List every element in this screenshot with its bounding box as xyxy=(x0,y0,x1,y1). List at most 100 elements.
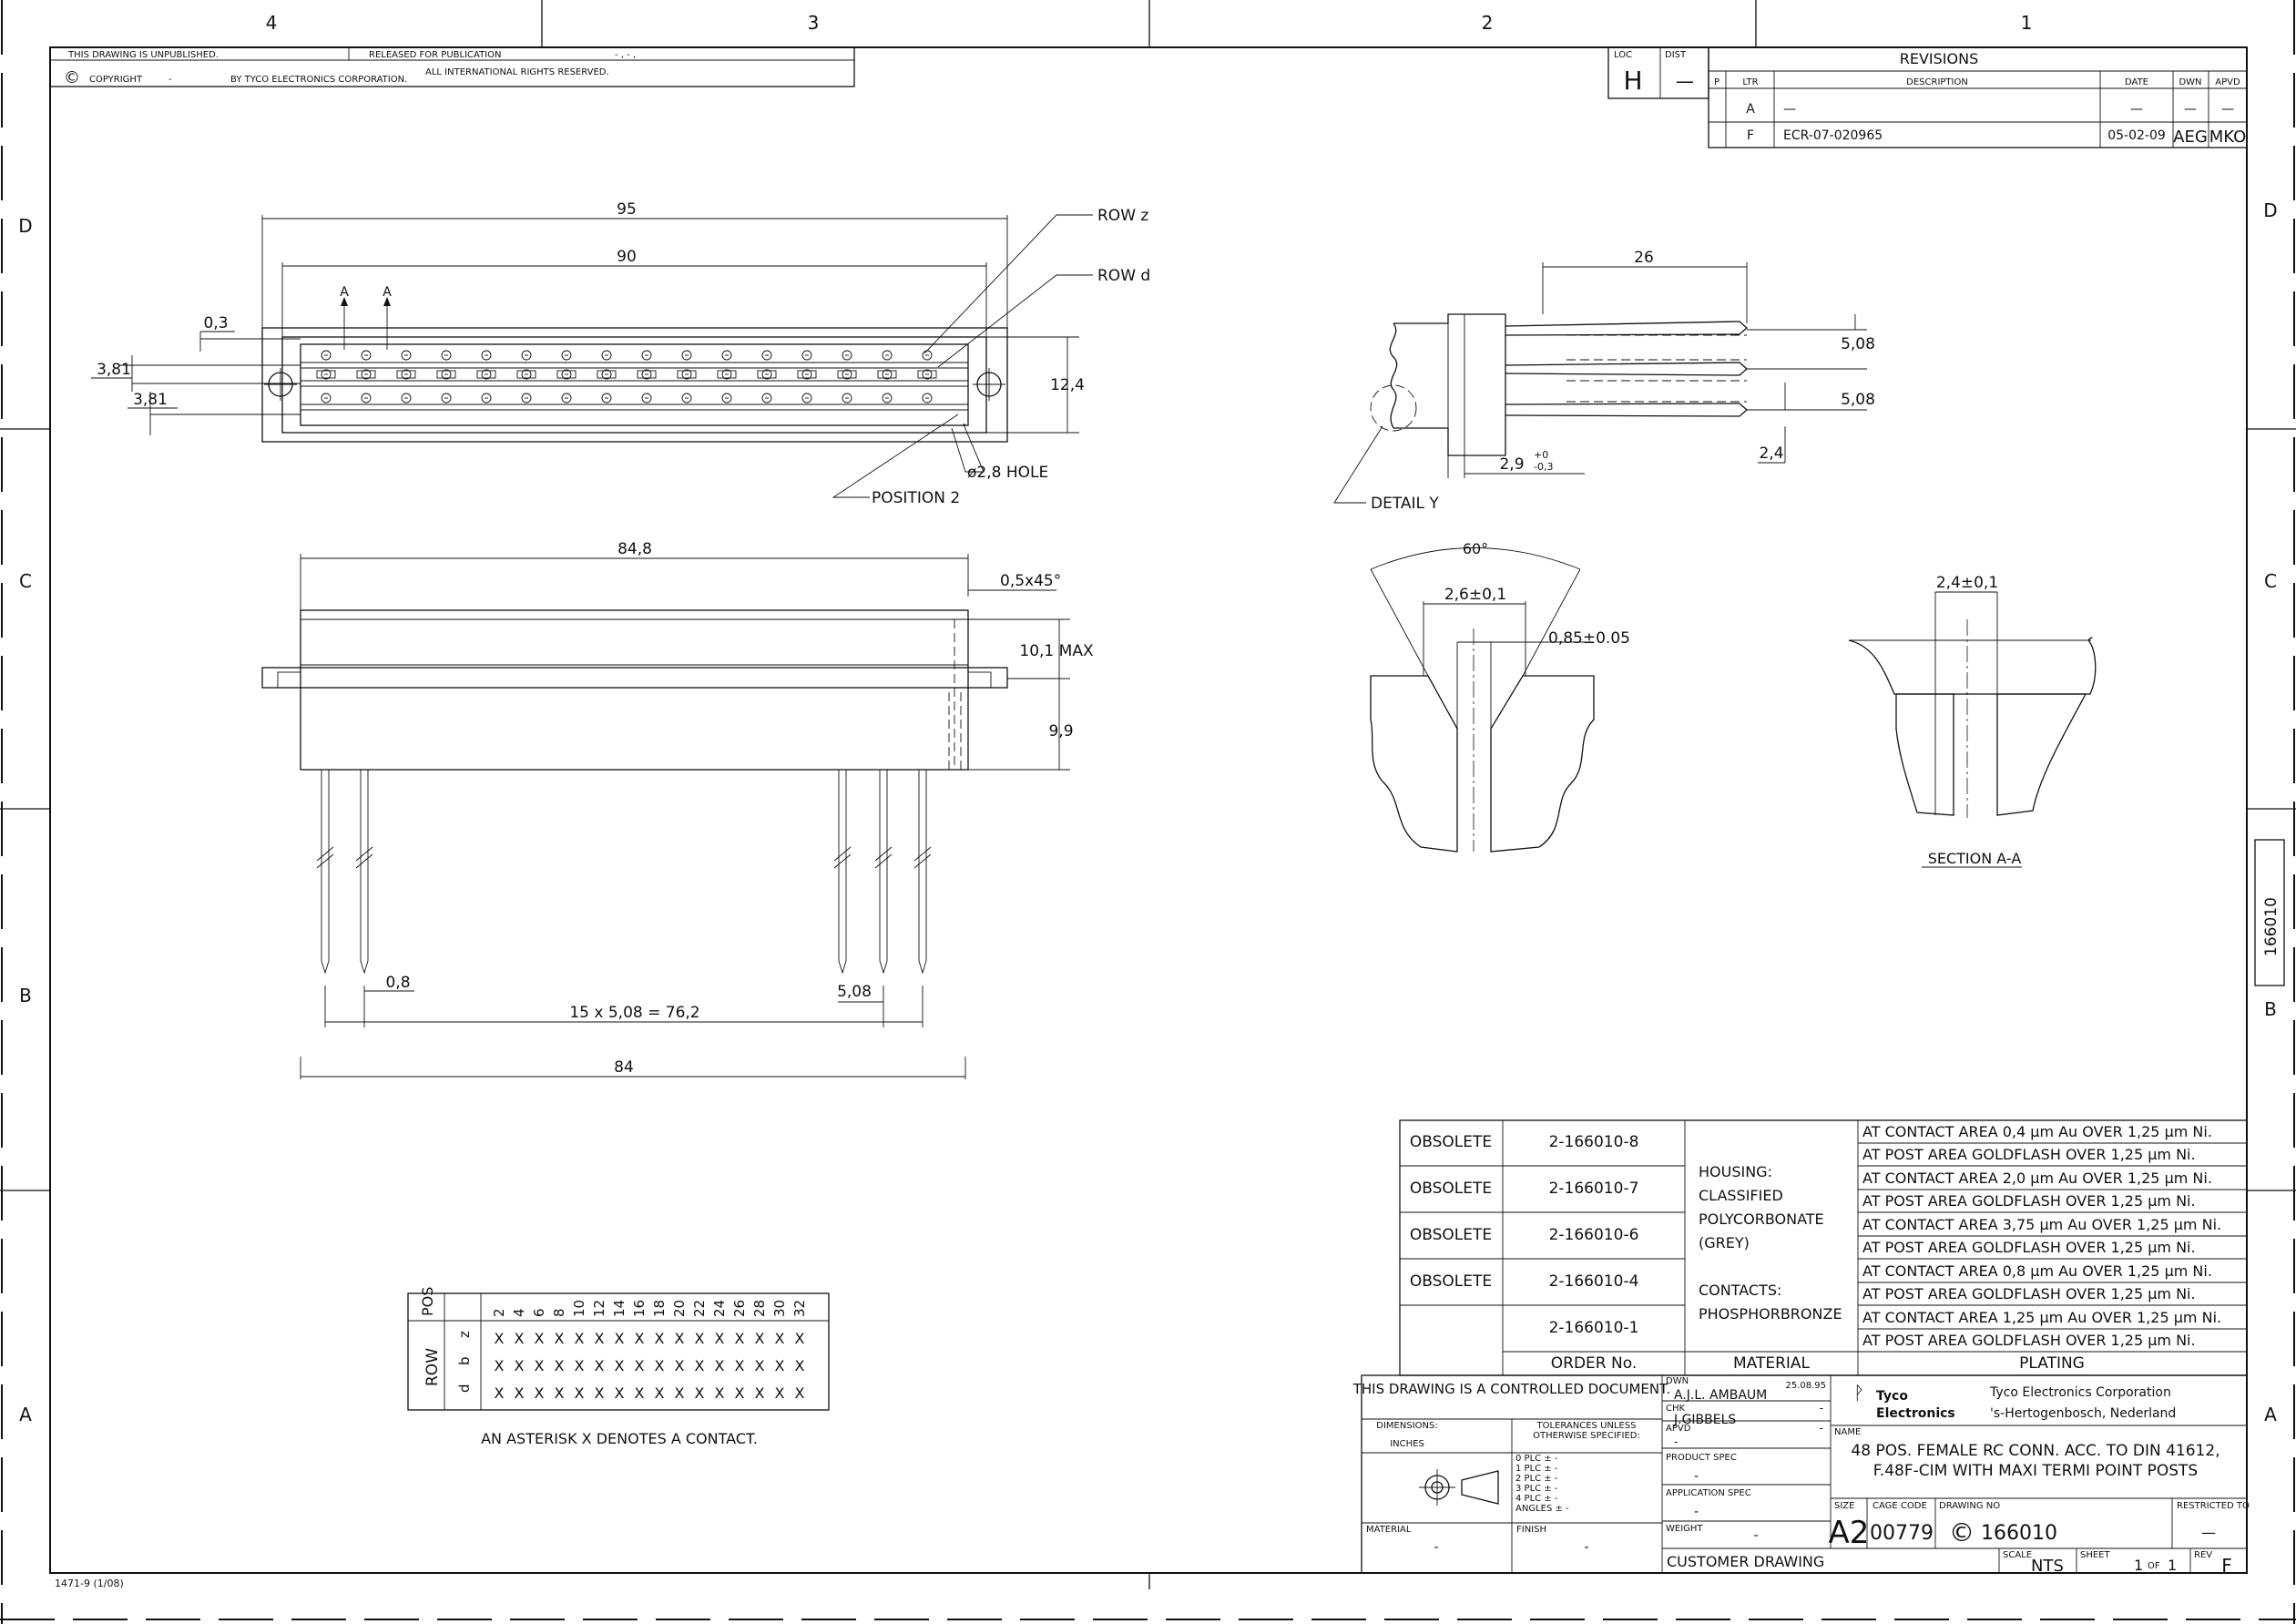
material-header: MATERIAL xyxy=(1733,1354,1811,1373)
zone-row-d-left: D xyxy=(18,215,32,237)
dim-26: 26 xyxy=(1634,249,1654,267)
contact-hole xyxy=(321,350,332,361)
contact-cell: X xyxy=(575,1330,585,1347)
weight-label: WEIGHT xyxy=(1666,1524,1703,1534)
pos-header: POS xyxy=(419,1287,436,1316)
contact-slot xyxy=(677,370,697,379)
contact-cell: X xyxy=(615,1330,625,1347)
contact-hole xyxy=(882,350,893,361)
rev-header-date: DATE xyxy=(2125,77,2148,87)
contact-slot xyxy=(356,370,376,379)
tolerance-title-2: OTHERWISE SPECIFIED: xyxy=(1533,1431,1640,1441)
contact-slot xyxy=(917,370,937,379)
rev-ltr: F xyxy=(1747,128,1754,143)
connector-side-view: 26 5,08 5,08 2,4 2,9 +0 -0,3 xyxy=(1333,249,1875,513)
row-name: b xyxy=(456,1356,473,1365)
contact-cell: X xyxy=(495,1357,505,1374)
contact-cell: X xyxy=(615,1384,625,1402)
contact-cell: X xyxy=(755,1330,765,1347)
contact-slot xyxy=(757,370,777,379)
sheet-total: 1 xyxy=(2168,1557,2177,1574)
order-header: ORDER No. xyxy=(1551,1354,1637,1373)
dim-9-9: 9,9 xyxy=(1048,722,1073,741)
connector-top-view: 95 90 A A 0,3 xyxy=(91,200,1150,507)
publication-block: THIS DRAWING IS UNPUBLISHED. RELEASED FO… xyxy=(49,46,855,87)
material-line: PHOSPHORBRONZE xyxy=(1699,1305,1842,1323)
pos-number: 2 xyxy=(491,1308,507,1317)
revision-row-a: A — — — — xyxy=(1746,102,2234,117)
pos-number: 24 xyxy=(711,1300,728,1317)
material-text: HOUSING:CLASSIFIEDPOLYCORBONATE(GREY)CON… xyxy=(1699,1163,1842,1323)
contact-hole xyxy=(721,369,732,380)
dist-value: — xyxy=(1676,70,1694,92)
contact-hole xyxy=(441,350,452,361)
rev-dwn: — xyxy=(2184,102,2197,117)
contact-hole xyxy=(401,350,412,361)
rev-label: REV xyxy=(2194,1550,2212,1560)
zone-col-1: 1 xyxy=(2021,12,2033,34)
contact-hole xyxy=(801,369,812,380)
tolerance-title-1: TOLERANCES UNLESS xyxy=(1536,1421,1637,1431)
pos-number: 28 xyxy=(751,1300,768,1317)
contact-hole xyxy=(801,350,812,361)
contact-hole xyxy=(842,350,852,361)
part-name-line-2: F.48F-CIM WITH MAXI TERMI POINT POSTS xyxy=(1873,1462,2198,1480)
contact-cell: X xyxy=(755,1357,765,1374)
zone-row-b-left: B xyxy=(19,985,32,1006)
plating-header: PLATING xyxy=(2019,1354,2085,1373)
order-status: OBSOLETE xyxy=(1410,1133,1492,1151)
zone-row-c-right: C xyxy=(2264,570,2277,592)
contact-hole xyxy=(721,350,732,361)
size-value: A2 xyxy=(1829,1515,1870,1551)
contact-cell: X xyxy=(795,1330,805,1347)
contact-cell: X xyxy=(655,1330,665,1347)
pos-number: 30 xyxy=(771,1300,788,1317)
order-row: 2-166010-1AT CONTACT AREA 1,25 µm Au OVE… xyxy=(1549,1309,2221,1349)
material-line: (GREY) xyxy=(1699,1234,1750,1251)
plating-spec: AT POST AREA GOLDFLASH OVER 1,25 µm Ni. xyxy=(1862,1192,2196,1210)
dim-pitch-total: 15 x 5,08 = 76,2 xyxy=(569,1004,699,1022)
contact-cell: X xyxy=(755,1384,765,1402)
rev-value: F xyxy=(2221,1555,2232,1577)
label-position-2: POSITION 2 xyxy=(872,489,960,507)
dimensions-units: INCHES xyxy=(1390,1439,1424,1449)
pos-number: 14 xyxy=(611,1300,628,1317)
dim-95: 95 xyxy=(617,200,637,219)
row-name: z xyxy=(456,1331,473,1338)
order-status: OBSOLETE xyxy=(1410,1180,1492,1198)
drawing-no-value: 166010 xyxy=(1981,1522,2057,1545)
section-label: SECTION A-A xyxy=(1928,850,2022,867)
detail-dim-2-6: 2,6±0,1 xyxy=(1444,586,1506,604)
application-spec-label: APPLICATION SPEC xyxy=(1666,1488,1751,1498)
contact-hole xyxy=(401,369,412,380)
contact-cell: X xyxy=(775,1357,785,1374)
dwn-value: A.J.L. AMBAUM xyxy=(1674,1388,1767,1403)
dwn-date: 25.08.95 xyxy=(1785,1381,1826,1391)
rev-desc: ECR-07-020965 xyxy=(1783,128,1883,143)
contact-hole xyxy=(441,393,452,403)
product-spec-label: PRODUCT SPEC xyxy=(1666,1453,1737,1463)
label-row-d: ROW d xyxy=(1097,267,1150,285)
cage-code-value: 00779 xyxy=(1870,1522,1934,1545)
loc-dist-block: LOC H DIST — xyxy=(1607,46,1709,99)
revisions-title: REVISIONS xyxy=(1900,50,1978,67)
contact-hole xyxy=(882,393,893,403)
pos-number: 18 xyxy=(651,1300,668,1317)
dim-2-4: 2,4 xyxy=(1759,444,1783,463)
order-status: OBSOLETE xyxy=(1410,1272,1492,1291)
material-line: HOUSING: xyxy=(1699,1163,1772,1180)
zone-row-a-right: A xyxy=(2264,1404,2277,1425)
order-part-number: 2-166010-7 xyxy=(1549,1180,1639,1198)
copyright-label: COPYRIGHT xyxy=(89,75,143,85)
dim-2-9-tol-bottom: -0,3 xyxy=(1534,461,1553,473)
contact-hole xyxy=(761,393,772,403)
pos-number: 10 xyxy=(571,1300,587,1317)
contact-hole xyxy=(321,393,332,403)
contact-cell: X xyxy=(655,1357,665,1374)
pos-number: 32 xyxy=(791,1300,808,1317)
material-line: CLASSIFIED xyxy=(1699,1187,1783,1204)
contact-hole xyxy=(842,393,852,403)
rev-dwn: AEG xyxy=(2173,128,2208,147)
